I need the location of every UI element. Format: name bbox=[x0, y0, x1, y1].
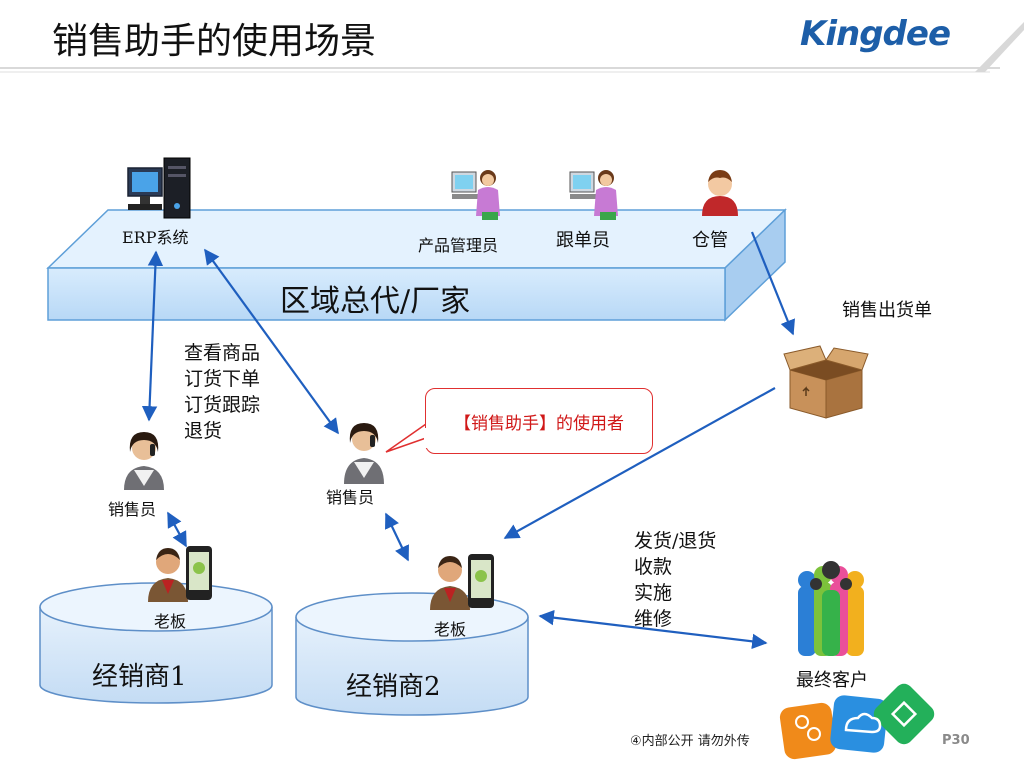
dealer2-label: 经销商2 bbox=[346, 672, 441, 702]
salesperson-left-icon bbox=[124, 432, 164, 490]
salesperson-mid-label: 销售员 bbox=[326, 488, 375, 507]
app-cubes-icon bbox=[779, 683, 935, 760]
task-item: 订货下单 bbox=[184, 368, 261, 390]
order-tracker-icon bbox=[569, 170, 618, 220]
end-customer-label: 最终客户 bbox=[796, 670, 868, 691]
callout-joint bbox=[424, 428, 428, 448]
salesperson-left-label: 销售员 bbox=[108, 500, 157, 519]
dealer2-boss-label: 老板 bbox=[434, 620, 467, 639]
product-manager-label: 产品管理员 bbox=[418, 236, 499, 255]
arrow-erp-salesperson-mid bbox=[204, 248, 339, 435]
arrow-shipping-dealer2 bbox=[503, 387, 776, 539]
dealer1-cylinder bbox=[39, 582, 273, 704]
shipping-doc-label: 销售出货单 bbox=[842, 300, 932, 321]
warehouse-person-icon bbox=[702, 170, 738, 216]
boss-phone-mid-icon bbox=[430, 554, 494, 610]
platform-label: 区域总代/厂家 bbox=[280, 284, 471, 319]
user-callout: 【销售助手】的使用者 bbox=[425, 388, 653, 454]
dealer1-label: 经销商1 bbox=[92, 662, 187, 692]
kingdee-logo: Kingdee bbox=[800, 14, 951, 54]
computer-icon bbox=[127, 157, 191, 219]
left-task-list: 查看商品 订货下单 订货跟踪 退货 bbox=[184, 340, 260, 444]
header-band bbox=[0, 22, 1024, 73]
arrow-erp-salesperson-left bbox=[141, 250, 164, 422]
task-item: 退货 bbox=[184, 420, 223, 442]
arrow-dealer2-customer bbox=[538, 609, 768, 650]
arrow-salesperson-left-boss bbox=[167, 511, 187, 548]
task-item: 收款 bbox=[634, 556, 673, 578]
dealer1-boss-label: 老板 bbox=[154, 612, 187, 631]
warehouse-label: 仓管 bbox=[692, 230, 728, 251]
task-item: 查看商品 bbox=[184, 342, 261, 364]
customers-group-icon bbox=[798, 561, 864, 656]
erp-label: ERP系统 bbox=[122, 228, 189, 247]
right-task-list: 发货/退货 收款 实施 维修 bbox=[634, 528, 716, 632]
task-item: 维修 bbox=[634, 608, 673, 630]
page-number: P30 bbox=[942, 733, 970, 748]
order-tracker-label: 跟单员 bbox=[556, 230, 610, 251]
arrow-warehouse-shipping bbox=[750, 231, 795, 336]
task-item: 订货跟踪 bbox=[184, 394, 261, 416]
confidentiality-note: ④内部公开 请勿外传 bbox=[630, 734, 750, 749]
salesperson-mid-icon bbox=[344, 423, 384, 484]
callout-pointer bbox=[385, 423, 427, 453]
arrow-salesperson-mid-boss bbox=[385, 512, 409, 562]
task-item: 发货/退货 bbox=[634, 530, 717, 552]
page-title: 销售助手的使用场景 bbox=[52, 21, 377, 62]
task-item: 实施 bbox=[634, 582, 673, 604]
product-manager-icon bbox=[451, 170, 500, 220]
box-icon bbox=[783, 345, 869, 419]
boss-phone-left-icon bbox=[148, 546, 212, 602]
